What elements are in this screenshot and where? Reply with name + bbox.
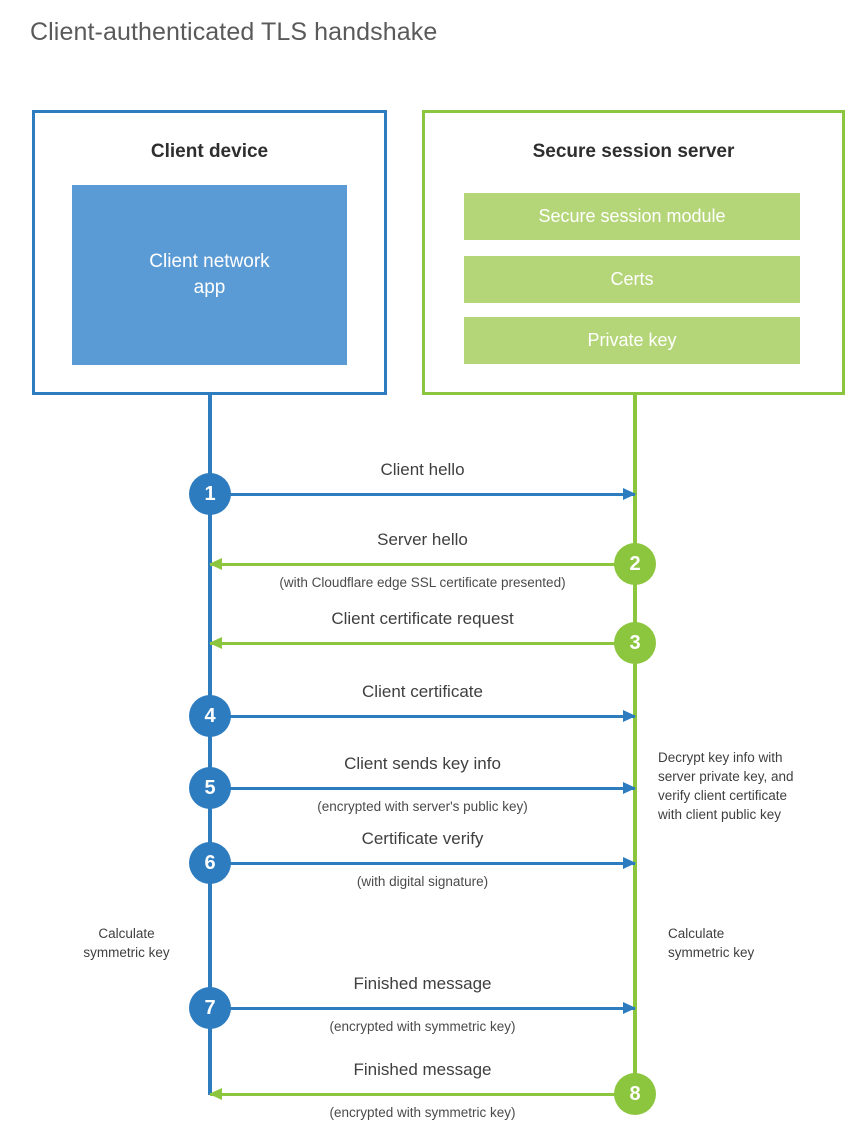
- message-label-6: Certificate verify: [361, 829, 484, 848]
- arrowhead-icon-6: [623, 857, 636, 869]
- message-label-7: Finished message: [353, 974, 492, 993]
- step-circle-1: 1: [189, 473, 231, 515]
- server-component-certs: Certs: [464, 256, 800, 303]
- client-lifeline: [208, 395, 212, 1095]
- client-network-app-block: Client network app: [72, 185, 347, 365]
- client-network-app-label: Client network app: [149, 251, 270, 298]
- message-line-7: [210, 1002, 636, 1014]
- message-line-5: [210, 782, 636, 794]
- arrowhead-icon-7: [623, 1002, 636, 1014]
- message-sublabel-7: (encrypted with symmetric key): [329, 1019, 516, 1034]
- message-label-3: Client certificate request: [331, 609, 514, 628]
- message-sublabel-6: (with digital signature): [356, 874, 489, 889]
- arrowhead-icon-3: [209, 637, 222, 649]
- step-circle-8: 8: [614, 1073, 656, 1115]
- secure-session-server-box: Secure session server Secure session mod…: [422, 110, 845, 395]
- message-sublabel-2: (with Cloudflare edge SSL certificate pr…: [279, 575, 566, 590]
- step-circle-5: 5: [189, 767, 231, 809]
- message-label-2: Server hello: [377, 530, 468, 549]
- client-device-box: Client device Client network app: [32, 110, 387, 395]
- message-line-3: [209, 637, 635, 649]
- message-line-6: [210, 857, 636, 869]
- step-circle-6: 6: [189, 842, 231, 884]
- message-sublabel-8: (encrypted with symmetric key): [329, 1105, 516, 1120]
- message-line-8: [209, 1088, 635, 1100]
- message-label-5: Client sends key info: [344, 754, 501, 773]
- page-title: Client-authenticated TLS handshake: [30, 18, 438, 46]
- message-label-4: Client certificate: [362, 682, 483, 701]
- arrowhead-icon-1: [623, 488, 636, 500]
- message-sublabel-5: (encrypted with server's public key): [317, 799, 528, 814]
- message-line-2: [209, 558, 635, 570]
- arrowhead-icon-4: [623, 710, 636, 722]
- message-line-1: [210, 488, 636, 500]
- message-label-1: Client hello: [380, 460, 465, 479]
- server-component-private-key: Private key: [464, 317, 800, 364]
- message-label-8: Finished message: [353, 1060, 492, 1079]
- step-circle-4: 4: [189, 695, 231, 737]
- client-device-title: Client device: [150, 141, 269, 162]
- step-circle-2: 2: [614, 543, 656, 585]
- server-component-secure-session-module: Secure session module: [464, 193, 800, 240]
- note-decrypt-key-info: Decrypt key info with server private key…: [658, 750, 794, 823]
- message-line-4: [210, 710, 636, 722]
- note-calculate-symmetric-key-client: Calculate symmetric key: [83, 926, 170, 961]
- arrowhead-icon-2: [209, 558, 222, 570]
- arrowhead-icon-5: [623, 782, 636, 794]
- arrowhead-icon-8: [209, 1088, 222, 1100]
- server-lifeline: [633, 395, 637, 1095]
- secure-session-server-title: Secure session server: [532, 141, 735, 162]
- step-circle-3: 3: [614, 622, 656, 664]
- note-calculate-symmetric-key-server: Calculate symmetric key: [668, 926, 755, 961]
- step-circle-7: 7: [189, 987, 231, 1029]
